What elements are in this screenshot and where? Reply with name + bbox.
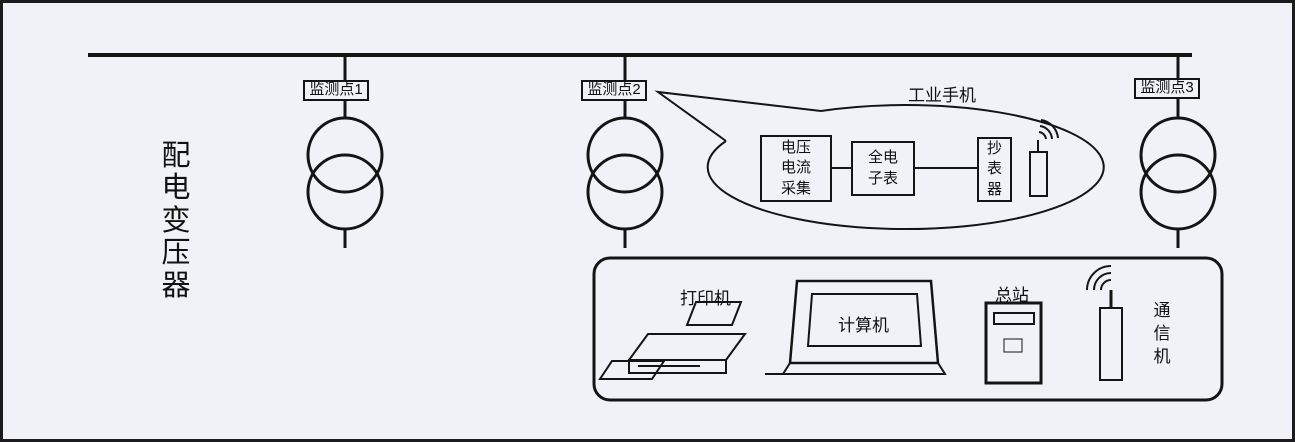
electronic-meter-label: 全电 子表	[867, 149, 898, 187]
transformer-symbol-3	[1139, 55, 1217, 248]
callout-bubble	[654, 90, 1105, 231]
printer-icon	[598, 301, 747, 380]
monitor-point-3-label: 监测点3	[1134, 78, 1200, 99]
transformer-symbol-1	[306, 55, 384, 248]
industrial-handset-title: 工业手机	[908, 86, 976, 105]
meter-reader-label: 抄表器	[986, 140, 1002, 198]
distribution-transformer-label: 配电变压器	[161, 140, 191, 302]
station-panel-border	[592, 256, 1224, 402]
printer-label: 打印机	[680, 289, 731, 308]
master-station-label: 总站	[995, 286, 1029, 305]
computer-label: 计算机	[838, 316, 889, 335]
meter-reader-box: 抄表器	[977, 137, 1012, 202]
electronic-meter-box: 全电 子表	[851, 141, 915, 196]
computer-icon	[765, 279, 947, 375]
handheld-terminal-icon	[1029, 119, 1059, 197]
communicator-label: 通信机	[1153, 301, 1171, 366]
monitor-point-2-label: 监测点2	[581, 80, 647, 101]
master-station-icon	[984, 301, 1043, 385]
voltage-current-acquisition-box: 电压 电流 采集	[760, 135, 832, 202]
communicator-icon	[1086, 265, 1123, 381]
monitor-point-1-label: 监测点1	[303, 80, 369, 101]
voltage-current-acquisition-label: 电压 电流 采集	[780, 139, 811, 197]
